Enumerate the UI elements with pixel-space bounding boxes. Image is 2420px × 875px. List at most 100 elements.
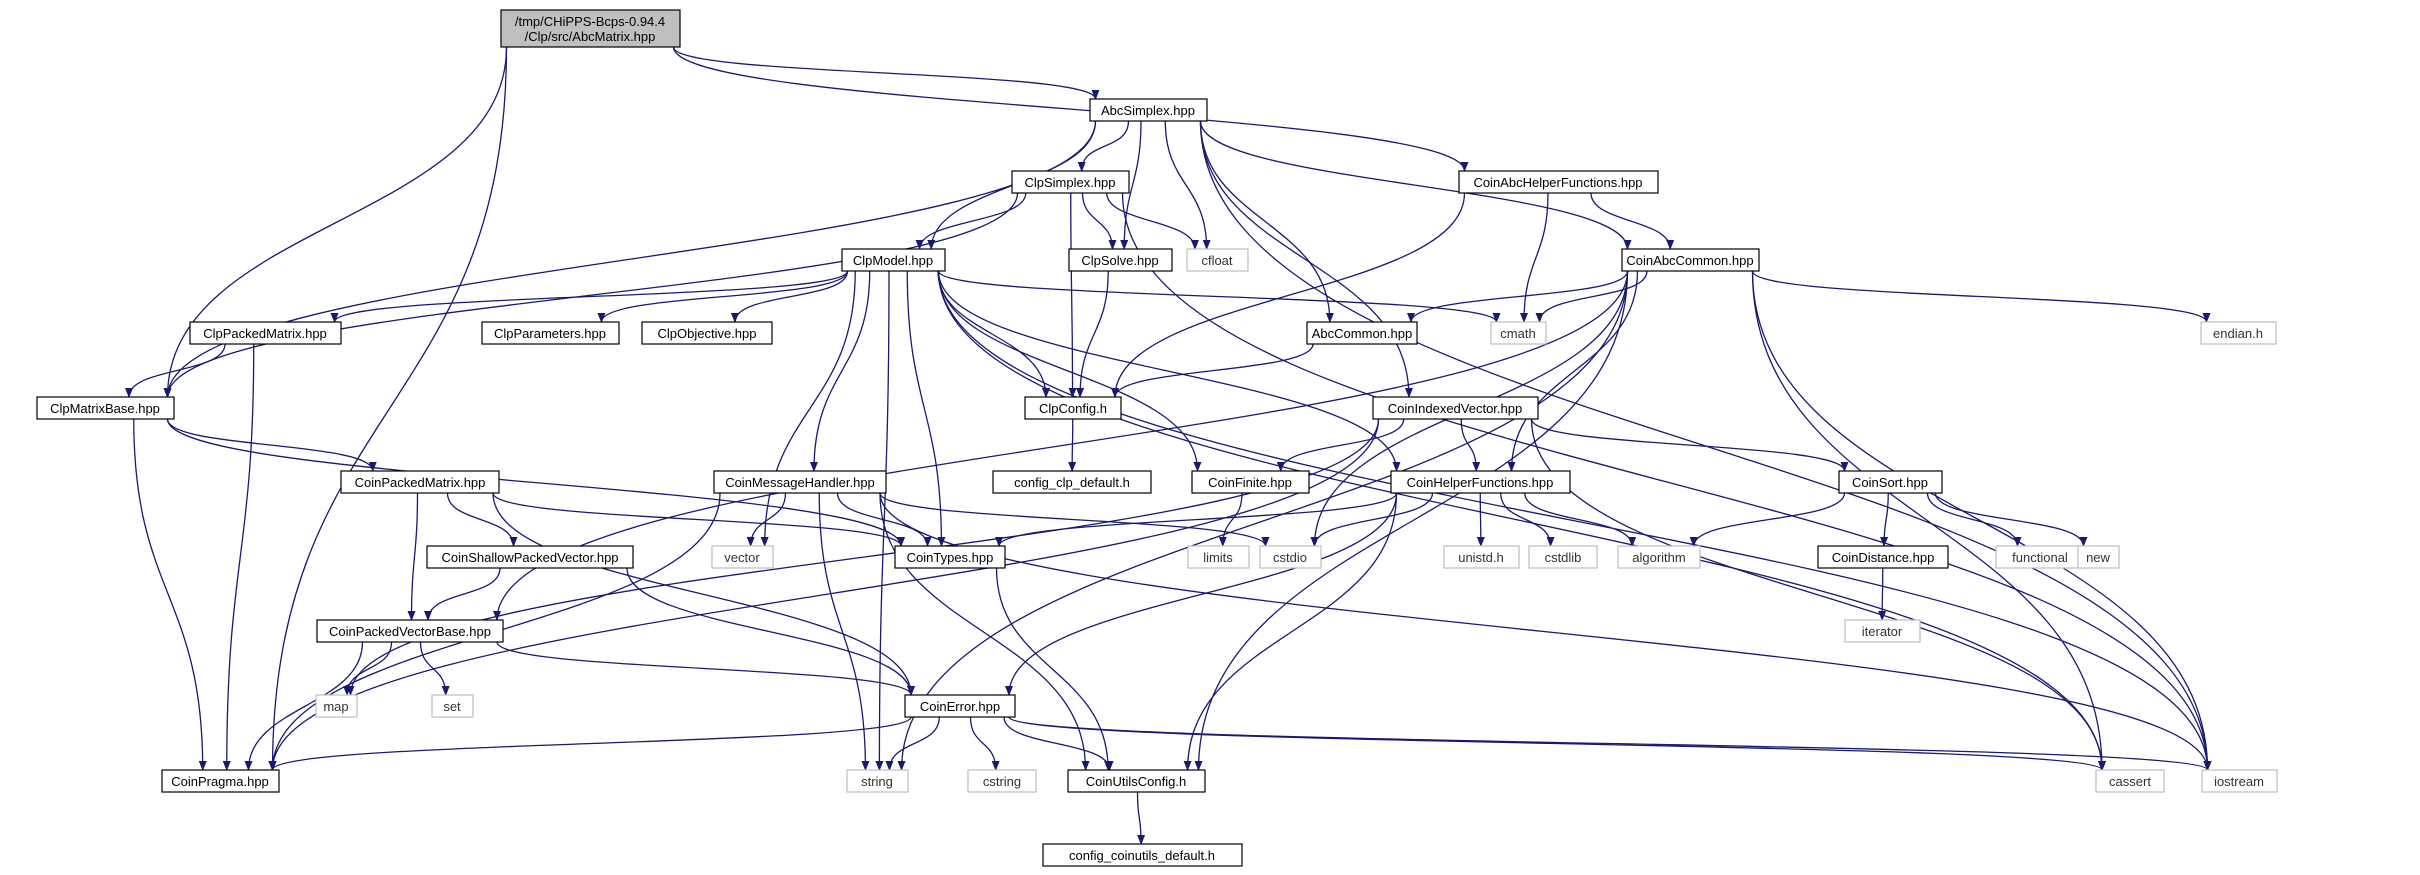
node-vector[interactable]: vector bbox=[711, 545, 774, 569]
node-box bbox=[904, 694, 1016, 718]
edge-ClpModel-to-CoinMessageHandler bbox=[809, 270, 871, 472]
include-edge bbox=[446, 492, 518, 547]
node-label: CoinError.hpp bbox=[920, 699, 1000, 714]
include-edge bbox=[492, 492, 915, 696]
node-endian-h[interactable]: endian.h bbox=[2200, 321, 2277, 345]
node-coinpragma-hpp[interactable]: CoinPragma.hpp bbox=[161, 769, 280, 793]
include-edge bbox=[760, 270, 856, 547]
node-functional[interactable]: functional bbox=[1995, 545, 2086, 569]
node-clpsolve-hpp[interactable]: ClpSolve.hpp bbox=[1068, 248, 1173, 272]
include-edge bbox=[885, 716, 940, 771]
node-limits[interactable]: limits bbox=[1187, 545, 1250, 569]
node-iostream[interactable]: iostream bbox=[2201, 769, 2278, 793]
node-coinfinite-hpp[interactable]: CoinFinite.hpp bbox=[1191, 470, 1310, 494]
node-coinpackedmatrix-hpp[interactable]: CoinPackedMatrix.hpp bbox=[340, 470, 500, 494]
include-edge bbox=[1077, 120, 1130, 172]
edge-CoinError-to-iostream bbox=[1008, 716, 2212, 771]
node-abccommon-hpp[interactable]: AbcCommon.hpp bbox=[1306, 321, 1418, 345]
node-set[interactable]: set bbox=[431, 694, 474, 718]
node-clpsimplex-hpp[interactable]: ClpSimplex.hpp bbox=[1011, 170, 1130, 194]
node-coinabccommon-hpp[interactable]: CoinAbcCommon.hpp bbox=[1621, 248, 1760, 272]
edge-CoinIndexedVector-to-CoinHelperFunctions bbox=[1460, 418, 1481, 472]
include-edge bbox=[1524, 492, 1637, 547]
node-config-coinutils-default-h[interactable]: config_coinutils_default.h bbox=[1042, 843, 1243, 867]
node-coinabchelperfunctions-hpp[interactable]: CoinAbcHelperFunctions.hpp bbox=[1458, 170, 1659, 194]
edge-ClpMatrixBase-to-CoinTypes bbox=[166, 418, 905, 547]
include-edge bbox=[1276, 418, 1405, 472]
node-cstdio[interactable]: cstdio bbox=[1259, 545, 1322, 569]
node-label: cstring bbox=[983, 774, 1021, 789]
node-coinerror-hpp[interactable]: CoinError.hpp bbox=[904, 694, 1016, 718]
node-label: CoinDistance.hpp bbox=[1832, 550, 1935, 565]
node-cassert[interactable]: cassert bbox=[2095, 769, 2165, 793]
include-edge bbox=[1530, 418, 1849, 472]
include-edge bbox=[1008, 716, 2212, 771]
edge-CoinAbcCommon-to-CoinHelperFunctions bbox=[1507, 270, 1639, 472]
include-edge bbox=[730, 270, 849, 323]
edge-CoinAbcCommon-to-CoinUtilsConfig bbox=[1194, 270, 1629, 771]
edge-CoinError-to-CoinUtilsConfig bbox=[1003, 716, 1114, 771]
edge-CoinHelperFunctions-to-CoinError bbox=[1005, 492, 1398, 696]
edge-CoinTypes-to-CoinUtilsConfig bbox=[995, 567, 1113, 771]
node-clppackedmatrix-hpp[interactable]: ClpPackedMatrix.hpp bbox=[189, 321, 342, 345]
node-cointypes-hpp[interactable]: CoinTypes.hpp bbox=[894, 545, 1006, 569]
node-coinutilsconfig-h[interactable]: CoinUtilsConfig.h bbox=[1067, 769, 1206, 793]
node-box bbox=[1390, 470, 1571, 494]
node-cstdlib[interactable]: cstdlib bbox=[1528, 545, 1598, 569]
node-coinindexedvector-hpp[interactable]: CoinIndexedVector.hpp bbox=[1372, 396, 1539, 420]
node-coinshallowpackedvector-hpp[interactable]: CoinShallowPackedVector.hpp bbox=[426, 545, 634, 569]
node-tmp-chipps-bcps-0-94-4-clp-src-abcmatrix-hpp[interactable]: /tmp/CHiPPS-Bcps-0.94.4/Clp/src/AbcMatri… bbox=[500, 9, 681, 48]
node-coinhelperfunctions-hpp[interactable]: CoinHelperFunctions.hpp bbox=[1390, 470, 1571, 494]
include-edge bbox=[1407, 270, 1629, 323]
node-cstring[interactable]: cstring bbox=[967, 769, 1037, 793]
node-coinsort-hpp[interactable]: CoinSort.hpp bbox=[1838, 470, 1943, 494]
node-label: new bbox=[2086, 550, 2110, 565]
include-edge bbox=[937, 270, 1050, 398]
node-box bbox=[1844, 619, 1921, 643]
include-edge bbox=[1183, 492, 1398, 771]
node-coindistance-hpp[interactable]: CoinDistance.hpp bbox=[1817, 545, 1949, 569]
edge-AbcSimplex-to-ClpMatrixBase bbox=[163, 120, 1097, 398]
edge-ClpModel-to-CoinHelperFunctions bbox=[937, 270, 1401, 472]
node-config-clp-default-h[interactable]: config_clp_default.h bbox=[992, 470, 1152, 494]
node-abcsimplex-hpp[interactable]: AbcSimplex.hpp bbox=[1089, 98, 1208, 122]
edge-CoinPackedVectorBase-to-CoinError bbox=[496, 641, 915, 696]
node-iterator[interactable]: iterator bbox=[1844, 619, 1921, 643]
node-map[interactable]: map bbox=[315, 694, 358, 718]
node-label: config_clp_default.h bbox=[1014, 475, 1130, 490]
include-edge bbox=[897, 270, 1629, 771]
node-coinpackedvectorbase-hpp[interactable]: CoinPackedVectorBase.hpp bbox=[316, 619, 504, 643]
node-box bbox=[894, 545, 1006, 569]
node-clpmodel-hpp[interactable]: ClpModel.hpp bbox=[841, 248, 946, 272]
node-clpconfig-h[interactable]: ClpConfig.h bbox=[1024, 396, 1122, 420]
edge-CoinMessageHandler-to-vector bbox=[746, 492, 787, 547]
edge-AbcSimplex-to-CoinIndexedVector bbox=[1199, 120, 1413, 398]
node-box bbox=[1089, 98, 1208, 122]
node-label: cstdlib bbox=[1545, 550, 1582, 565]
edge-root-to-ClpMatrixBase bbox=[163, 46, 508, 398]
node-clpparameters-hpp[interactable]: ClpParameters.hpp bbox=[481, 321, 620, 345]
node-label: config_coinutils_default.h bbox=[1069, 848, 1215, 863]
include-edge bbox=[672, 46, 1469, 172]
node-algorithm[interactable]: algorithm bbox=[1617, 545, 1701, 569]
node-cfloat[interactable]: cfloat bbox=[1186, 248, 1249, 272]
node-box bbox=[481, 321, 620, 345]
node-box bbox=[1067, 769, 1206, 793]
node-string[interactable]: string bbox=[846, 769, 909, 793]
include-edge bbox=[343, 641, 393, 696]
include-edge bbox=[125, 343, 226, 398]
include-edge bbox=[937, 270, 2212, 771]
node-cmath[interactable]: cmath bbox=[1490, 321, 1547, 345]
include-edge bbox=[915, 192, 1027, 250]
node-label: cstdio bbox=[1273, 550, 1307, 565]
node-new[interactable]: new bbox=[2077, 545, 2120, 569]
node-clpmatrixbase-hpp[interactable]: ClpMatrixBase.hpp bbox=[36, 396, 175, 420]
include-edge bbox=[937, 270, 1202, 472]
include-edge bbox=[1008, 716, 2106, 771]
include-edge bbox=[163, 120, 1097, 398]
node-unistd-h[interactable]: unistd.h bbox=[1443, 545, 1520, 569]
include-edge bbox=[1476, 492, 1485, 547]
node-label: CoinShallowPackedVector.hpp bbox=[441, 550, 618, 565]
node-clpobjective-hpp[interactable]: ClpObjective.hpp bbox=[641, 321, 773, 345]
node-coinmessagehandler-hpp[interactable]: CoinMessageHandler.hpp bbox=[713, 470, 887, 494]
